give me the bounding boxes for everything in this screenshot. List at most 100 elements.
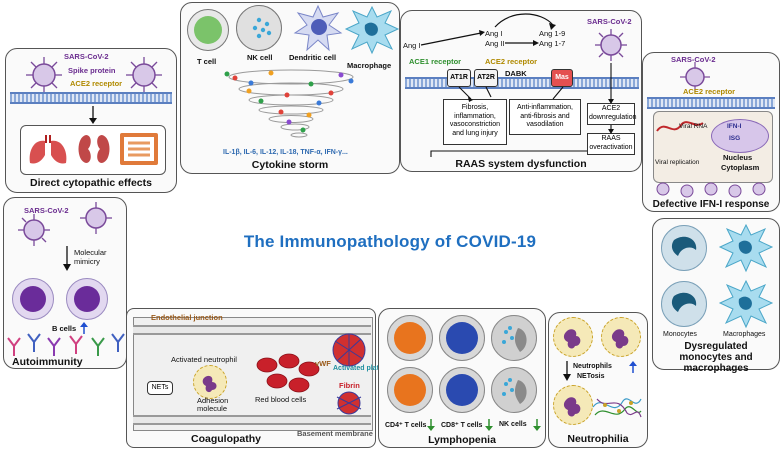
ang17-label: Ang 1-7 (539, 39, 566, 48)
ifn-i-label: IFN-I (727, 123, 742, 130)
neutrophil-icon (601, 317, 641, 357)
virus-icon (18, 214, 50, 246)
dendritic-cell-label: Dendritic cell (289, 53, 337, 62)
cd8-t-cell-icon (439, 315, 485, 361)
virus-label: SARS-CoV-2 (24, 206, 69, 215)
cd4-label: CD4⁺ T cells (385, 422, 427, 429)
at1r-receptor: AT1R (447, 69, 471, 87)
spike-protein-label: Spike protein (68, 66, 116, 75)
raas-overactivation-box: RAAS overactivation (587, 133, 635, 155)
endothelial-junction-label: Endothelial junction (151, 313, 223, 322)
vessel (133, 317, 373, 431)
red-blood-cells-icon (256, 353, 320, 393)
mas-receptor: Mas (551, 69, 573, 87)
netosis-label: NETosis (577, 373, 605, 380)
cell-membrane (10, 92, 172, 104)
monocyte-icon (661, 225, 707, 271)
isg-label: ISG (729, 135, 741, 142)
t-cell-icon (187, 9, 229, 51)
ang19-label: Ang 1-9 (539, 29, 566, 38)
nets-box: NETs (147, 381, 173, 395)
kidney-icon (78, 135, 110, 163)
lungs-icon (29, 135, 67, 164)
cd4-t-cell-icon (387, 315, 433, 361)
panel-coagulopathy: Endothelial junction Activated neutrophi… (126, 308, 391, 448)
vwf-label: vWF (315, 359, 331, 368)
nucleus-label: Nucleus (723, 153, 753, 162)
neutrophil-icon (553, 385, 593, 425)
storm-spiral (224, 69, 354, 138)
neutrophils-label: Neutrophils (573, 363, 612, 370)
panel-lymphopenia: CD4⁺ T cells CD8⁺ T cells NK cells Lymph… (378, 308, 546, 448)
panel-title: Cytokine storm (251, 159, 329, 171)
nk-cell-icon (236, 5, 282, 51)
ace1-receptor-label: ACE1 receptor (409, 57, 462, 66)
macrophage-label: Macrophage (347, 61, 392, 70)
intestine-icon (120, 133, 158, 165)
fibrosis-box: Fibrosis, inflammation, vasoconstriction… (443, 99, 507, 145)
anti-inflammation-box: Anti-inflammation, anti-fibrosis and vas… (509, 99, 581, 135)
virus-label: SARS-CoV-2 (64, 52, 109, 61)
virus-label: SARS-CoV-2 (671, 55, 716, 64)
macrophage-icon (344, 5, 400, 55)
cd4-t-cell-icon (387, 367, 433, 413)
ang1-label: Ang I (485, 29, 503, 38)
cd8-label: CD8⁺ T cells (441, 422, 483, 429)
arrow-down-icon (563, 361, 571, 381)
nucleus (711, 119, 769, 153)
adhesion-molecule-label: Adhesion molecule (197, 396, 229, 413)
neutrophil-icon (553, 317, 593, 357)
panel-direct-cytopathic: SARS-CoV-2 Spike protein ACE2 receptor D… (5, 48, 177, 193)
panel-title: Autoimmunity (12, 356, 83, 368)
panel-cytokine-storm: T cell NK cell Dendritic cell Macrophage… (180, 2, 400, 174)
dabk-label: DABK (505, 69, 527, 78)
neutrophil-icon (193, 365, 227, 399)
platelet-icon (332, 333, 366, 367)
arrow-up-icon (80, 322, 88, 334)
virus-label: SARS-CoV-2 (587, 17, 632, 26)
virus-icon (595, 29, 627, 61)
arrow-down-icon (427, 419, 435, 431)
panel-raas: Ang I Ang I Ang II Ang 1-9 Ang 1-7 SARS-… (400, 10, 642, 172)
b-cell-icon (66, 278, 108, 320)
virus-icon (680, 62, 710, 92)
panel-neutrophilia: Neutrophils NETosis Neutrophilia (548, 312, 648, 448)
dendritic-cell-icon (293, 4, 343, 52)
panel-title: Lymphopenia (428, 434, 496, 446)
ang-pathway-arrows (420, 13, 556, 46)
endothelium-bottom (133, 415, 371, 425)
virus-icon (26, 57, 62, 93)
main-title: The Immunopathology of COVID-19 (243, 232, 537, 251)
red-blood-cells-label: Red blood cells (255, 395, 307, 404)
t-cell-label: T cell (197, 57, 217, 66)
virus-icon (80, 202, 112, 234)
panel-ifn: SARS-CoV-2 ACE2 receptor Viral RNA IFN-I… (642, 52, 780, 212)
panel-title: RAAS system dysfunction (455, 158, 587, 170)
panel-monocytes: Monocytes Macrophages Dysregulated monoc… (652, 218, 780, 374)
monocyte-icon (661, 281, 707, 327)
arrow-down-icon (533, 419, 541, 431)
viral-rna-label: Viral RNA (679, 123, 708, 130)
nk-cell-icon (491, 367, 537, 413)
panel-title: Neutrophilia (567, 433, 629, 445)
nk-cell-label: NK cell (247, 53, 273, 62)
monocytes-label: Monocytes (663, 331, 697, 338)
at2r-receptor: AT2R (474, 69, 498, 87)
macrophage-icon (718, 223, 774, 273)
macrophage-icon (718, 279, 774, 329)
arrow-up-icon (629, 361, 637, 373)
arrow-down-icon (89, 106, 97, 124)
cd8-t-cell-icon (439, 367, 485, 413)
raas-arrows (430, 63, 614, 157)
activated-neutrophil-label: Activated neutrophil (171, 355, 237, 364)
activated-platelet-label: Activated platelet (333, 365, 391, 372)
ang2-label: Ang II (485, 39, 505, 48)
panel-title: Dysregulated monocytes and macrophages (679, 341, 753, 374)
viral-rna-icon (656, 121, 704, 132)
molecular-mimicry-label: Molecular mimicry (74, 248, 107, 266)
antibodies-icon (7, 333, 125, 356)
virus-icon (126, 57, 162, 93)
ace2-receptor-label: ACE2 receptor (683, 87, 736, 96)
cytoplasm-label: Cytoplasm (721, 163, 760, 172)
fibrin-label: Fibrin (339, 381, 360, 390)
